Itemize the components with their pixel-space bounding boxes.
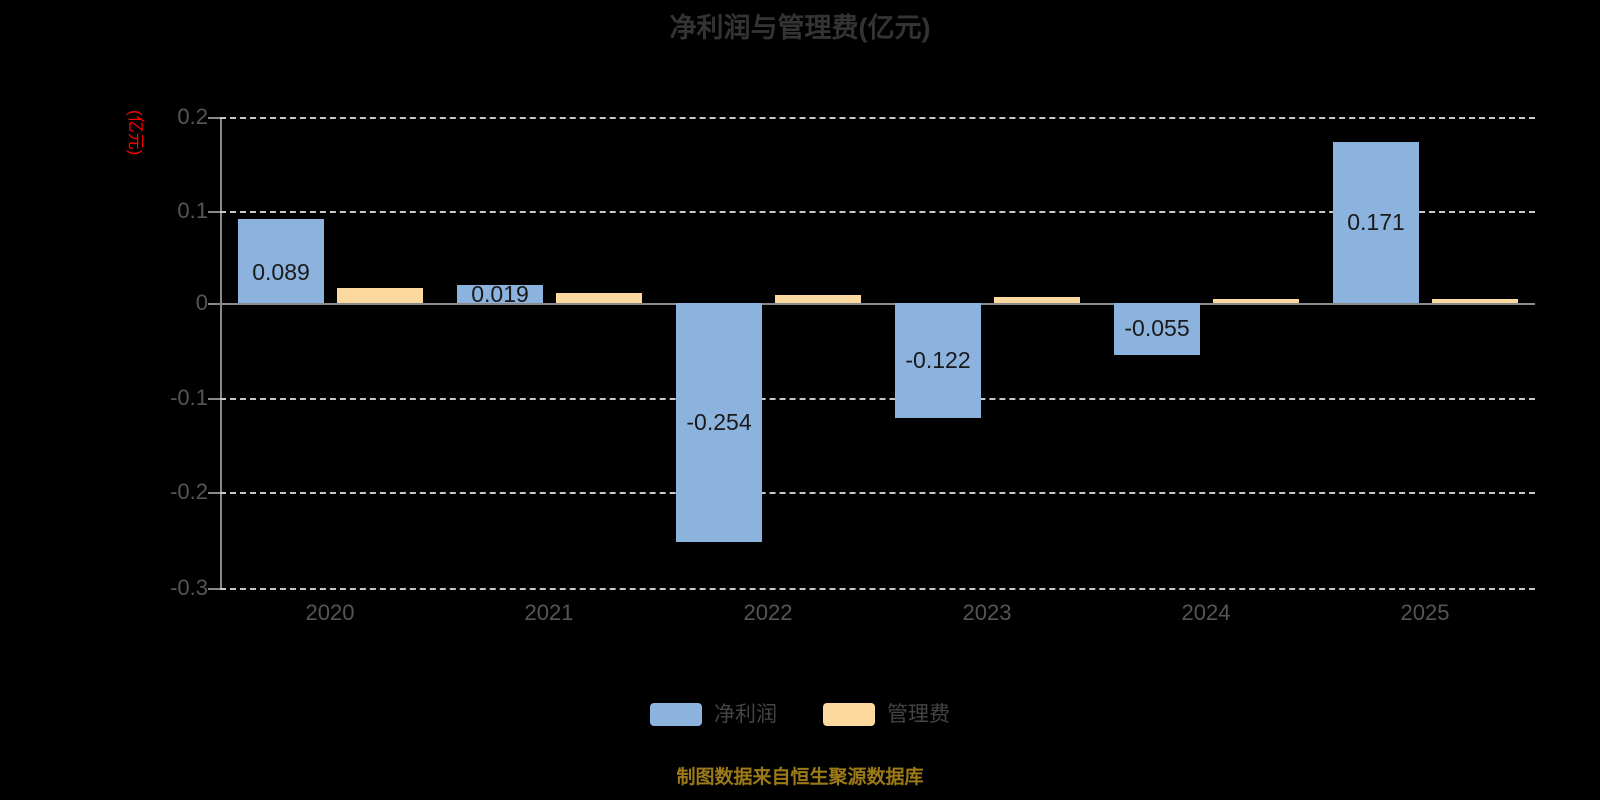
y-tick-mark-0.2	[208, 117, 220, 119]
legend-label-admin-fee: 管理费	[887, 703, 950, 726]
y-tick-label-0.1: 0.1	[177, 198, 208, 223]
bar-net-profit-2020[interactable]	[238, 219, 324, 303]
y-tick-mark-0	[208, 303, 220, 305]
gridline--0.3	[220, 588, 1535, 590]
bar-admin-fee-2025[interactable]	[1432, 299, 1518, 303]
x-tick-label-2025: 2025	[1400, 600, 1450, 625]
chart-title: 净利润与管理费(亿元)	[669, 13, 931, 43]
y-tick-mark--0.1	[208, 398, 220, 400]
bar-value-label-2020: 0.089	[252, 259, 310, 285]
bar-net-profit-2024[interactable]	[1114, 303, 1200, 355]
y-tick-label-0.2: 0.2	[177, 104, 208, 129]
y-tick-label-0: 0	[195, 290, 208, 315]
bar-net-profit-2023[interactable]	[895, 303, 981, 418]
legend-label-net-profit: 净利润	[714, 703, 777, 726]
bar-value-label-2025: 0.171	[1347, 209, 1405, 235]
bar-value-label-2021: 0.019	[471, 281, 529, 307]
bar-value-label-2022: -0.254	[686, 409, 752, 435]
y-tick-mark--0.3	[208, 588, 220, 590]
bar-net-profit-2025[interactable]	[1333, 142, 1419, 303]
bar-net-profit-2021[interactable]	[457, 285, 543, 303]
x-tick-label-2021: 2021	[524, 600, 574, 625]
legend-item-net-profit[interactable]: 净利润	[650, 703, 777, 726]
bar-admin-fee-2024[interactable]	[1213, 299, 1299, 303]
x-tick-label-2024: 2024	[1181, 600, 1231, 625]
y-tick-label--0.2: -0.2	[170, 479, 208, 504]
y-tick-mark--0.2	[208, 492, 220, 494]
y-tick-label--0.1: -0.1	[170, 385, 208, 410]
legend-swatch-admin-fee	[823, 703, 875, 726]
bar-net-profit-2022[interactable]	[676, 303, 762, 542]
bar-value-label-2024: -0.055	[1124, 315, 1190, 341]
legend-item-admin-fee[interactable]: 管理费	[823, 703, 950, 726]
gridline-0.1	[220, 211, 1535, 213]
chart-legend: 净利润 管理费	[0, 703, 1600, 726]
y-axis-line	[220, 117, 222, 590]
x-tick-label-2020: 2020	[305, 600, 355, 625]
gridline-0.2	[220, 117, 1535, 119]
y-tick-mark-0.1	[208, 211, 220, 213]
y-tick-label--0.3: -0.3	[170, 575, 208, 600]
gridline--0.2	[220, 492, 1535, 494]
bar-admin-fee-2020[interactable]	[337, 288, 423, 303]
x-tick-label-2023: 2023	[962, 600, 1012, 625]
footer-source-note: 制图数据来自恒生聚源数据库	[676, 767, 924, 788]
bar-admin-fee-2023[interactable]	[994, 297, 1080, 303]
bar-admin-fee-2021[interactable]	[556, 293, 642, 303]
legend-swatch-net-profit	[650, 703, 702, 726]
bar-value-label-2023: -0.122	[905, 347, 971, 373]
gridline-zero	[220, 303, 1535, 305]
bar-admin-fee-2022[interactable]	[775, 295, 861, 303]
x-tick-label-2022: 2022	[743, 600, 793, 625]
plot-area: 0.089 0.019 -0.254 -0.122 -0.055 0.171	[220, 117, 1535, 590]
gridline--0.1	[220, 398, 1535, 400]
